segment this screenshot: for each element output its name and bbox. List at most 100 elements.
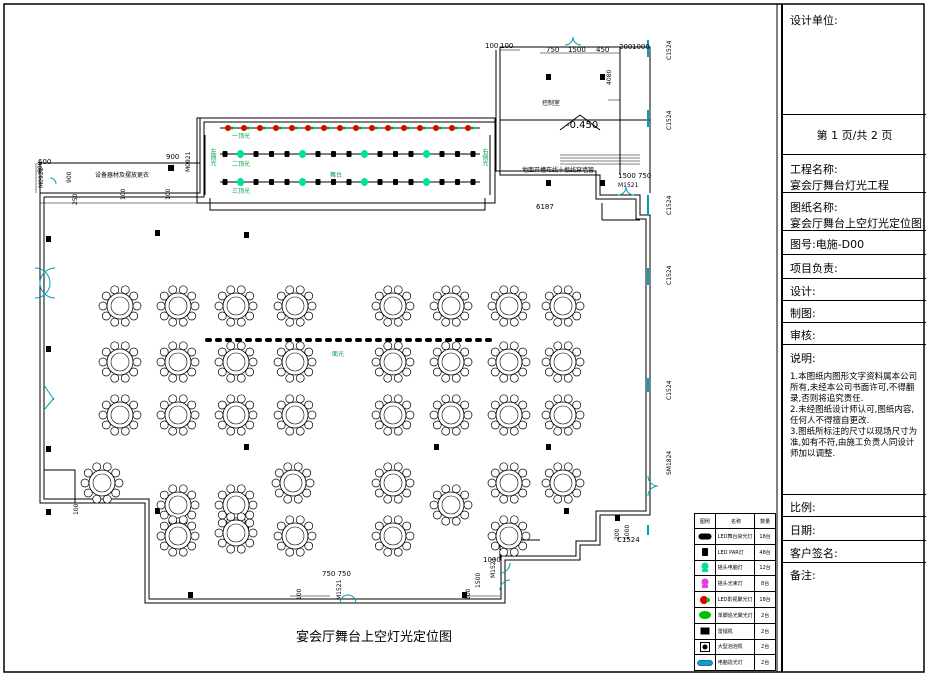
drawing-no: 图号:电施-D00 bbox=[790, 238, 865, 251]
date-label: 日期: bbox=[790, 524, 816, 537]
led-spot-accent bbox=[390, 126, 394, 130]
round-table bbox=[98, 394, 142, 436]
face-light-fixture bbox=[235, 338, 242, 342]
led-spot-accent bbox=[422, 126, 426, 130]
level-label: -0.450 bbox=[566, 120, 599, 131]
drawing-name-label: 图纸名称: bbox=[790, 201, 838, 214]
legend-header: 图例 名称 数量 bbox=[695, 514, 775, 528]
remark-cell: 备注: bbox=[783, 562, 926, 672]
legend-qty: 8台 bbox=[761, 581, 770, 588]
face-light-fixture bbox=[285, 338, 292, 342]
round-table bbox=[487, 285, 531, 327]
led-spot-accent bbox=[246, 126, 250, 130]
stairs bbox=[559, 99, 640, 165]
notes-text: 1.本图纸内图形文字资料属本公司所有,未经本公司书面许可,不得翻录,否则将追究责… bbox=[790, 372, 926, 460]
face-light-fixture bbox=[455, 338, 462, 342]
project-lead-cell: 项目负责: bbox=[783, 254, 926, 278]
moving-head-icon bbox=[695, 560, 716, 576]
face-light-fixture bbox=[395, 338, 402, 342]
round-table bbox=[214, 341, 258, 383]
legend-row: 摇头光束灯 8台 bbox=[695, 575, 775, 592]
moving-head-fixture bbox=[237, 150, 244, 158]
round-table bbox=[541, 285, 585, 327]
face-light-fixture bbox=[265, 338, 272, 342]
drawing-no-cell: 图号:电施-D00 bbox=[783, 230, 926, 254]
round-table bbox=[273, 394, 317, 436]
dim-label: 1500 bbox=[618, 172, 636, 180]
dimension-lines bbox=[35, 46, 650, 597]
face-light-fixture bbox=[255, 338, 262, 342]
legend-name: LED舞台染光灯 bbox=[716, 529, 756, 544]
page-cell: 第 1 页/共 2 页 bbox=[783, 114, 926, 154]
round-table bbox=[541, 341, 585, 383]
legend-row: 电脑造光灯 2台 bbox=[695, 654, 775, 671]
door-label: C1524 bbox=[666, 380, 673, 400]
face-light-fixture bbox=[435, 338, 442, 342]
led-spot-fixture bbox=[385, 125, 391, 131]
led-spot-accent bbox=[294, 126, 298, 130]
dim-label: 750 bbox=[546, 46, 560, 54]
led-spot-icon bbox=[695, 592, 716, 607]
round-table bbox=[541, 394, 585, 436]
legend-qty: 18台 bbox=[759, 533, 771, 540]
client-sign-label: 客户签名: bbox=[790, 547, 838, 560]
led-spot-accent bbox=[470, 126, 474, 130]
led-spot-fixture bbox=[449, 125, 455, 131]
round-table bbox=[156, 515, 200, 557]
round-table bbox=[214, 394, 258, 436]
round-table bbox=[156, 341, 200, 383]
storage-label: 设备器材及摆放更衣 bbox=[95, 172, 150, 179]
round-table bbox=[371, 394, 415, 436]
drawing-name: 宴会厅舞台上空灯光定位图 bbox=[790, 217, 922, 230]
note-item: 1.本图纸内图形文字资料属本公司所有,未经本公司书面许可,不得翻录,否则将追究责… bbox=[790, 372, 918, 404]
led-spot-accent bbox=[374, 126, 378, 130]
led-spot-accent bbox=[310, 126, 314, 130]
led-spot-accent bbox=[342, 126, 346, 130]
project-name-cell: 工程名称: 宴会厅舞台灯光工程 bbox=[783, 154, 926, 192]
dim-label: 100 bbox=[485, 42, 499, 50]
led-spot-fixture bbox=[257, 125, 263, 131]
led-par-fixture bbox=[346, 151, 352, 157]
legend-header-name: 名称 bbox=[716, 514, 756, 528]
dim-label: 100 bbox=[500, 42, 514, 50]
round-table bbox=[487, 462, 531, 504]
led-spot-fixture bbox=[225, 125, 231, 131]
dim-label: 900 bbox=[166, 153, 180, 161]
dim-label: 600 bbox=[38, 158, 52, 166]
face-light-fixture bbox=[485, 338, 492, 342]
led-spot-fixture bbox=[337, 125, 343, 131]
door-label: M1521 bbox=[336, 579, 343, 600]
led-par-fixture bbox=[408, 179, 414, 185]
legend-row: LED PAR灯 48台 bbox=[695, 543, 775, 560]
round-table bbox=[156, 285, 200, 327]
led-par-fixture bbox=[331, 151, 336, 157]
side-light-label: 左侧光 bbox=[209, 148, 216, 166]
led-spot-fixture bbox=[241, 125, 247, 131]
legend-table: 图例 名称 数量 LED舞台染光灯 18台 LED PAR灯 48台 摇头电脑灯… bbox=[694, 513, 776, 672]
led-spot-fixture bbox=[417, 125, 423, 131]
face-light-label: 面光 bbox=[332, 351, 345, 358]
moving-head-fixture bbox=[361, 178, 368, 186]
dim-label: 4080 bbox=[606, 69, 613, 85]
dim-label: 1500 bbox=[568, 46, 586, 54]
face-light-fixture bbox=[325, 338, 332, 342]
face-light-fixture bbox=[375, 338, 382, 342]
face-light-fixture bbox=[215, 338, 222, 342]
computer-light-icon bbox=[695, 655, 716, 671]
round-table bbox=[371, 285, 415, 327]
dim-label: 200 bbox=[619, 43, 633, 51]
review-cell: 审核: bbox=[783, 322, 926, 344]
led-par-fixture bbox=[284, 179, 290, 185]
face-light-fixture bbox=[355, 338, 362, 342]
round-table bbox=[429, 285, 473, 327]
round-table bbox=[273, 285, 317, 327]
face-light-fixture bbox=[415, 338, 422, 342]
moving-head-fixture bbox=[361, 150, 368, 158]
notes-cell: 说明: 1.本图纸内图形文字资料属本公司所有,未经本公司书面许可,不得翻录,否则… bbox=[783, 344, 926, 494]
dim-label: 1000 bbox=[632, 43, 650, 51]
design-unit-cell: 设计单位: bbox=[783, 4, 926, 114]
face-light-fixture bbox=[465, 338, 472, 342]
beam-light-icon bbox=[695, 576, 716, 592]
led-par-fixture bbox=[393, 179, 398, 185]
legend-qty: 2台 bbox=[761, 644, 770, 651]
